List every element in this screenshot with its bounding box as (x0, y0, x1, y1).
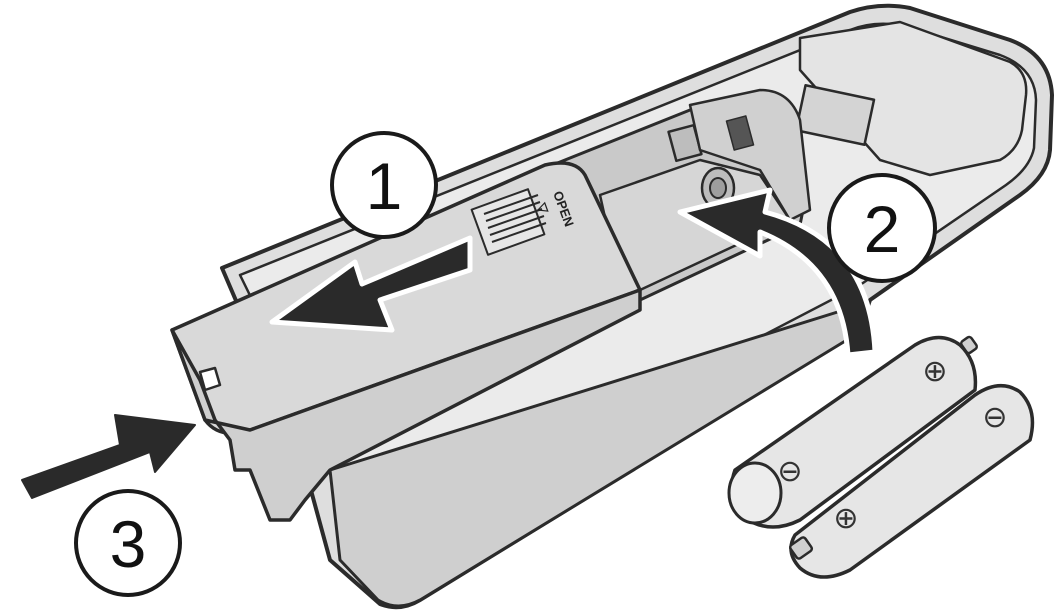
step2-insert-arrow (677, 187, 878, 358)
step-1-marker: 1 (330, 131, 438, 239)
remote-sensor-square (794, 83, 876, 147)
step-3-label: 3 (110, 507, 147, 581)
curved-arrow-icon (677, 187, 878, 358)
cover-front-face (170, 288, 642, 522)
cover-grip (470, 188, 547, 256)
spring-terminal-inner (709, 177, 727, 199)
step-3-circle (74, 489, 182, 597)
step-2-circle (827, 173, 937, 283)
battery-upper-neg-end (727, 461, 783, 525)
compartment-back-post (688, 88, 812, 222)
post-slot (725, 115, 755, 151)
step3-close-arrow (21, 414, 196, 499)
battery-lower-nub (788, 536, 814, 560)
battery-upper-plus-icon: ⊕ (922, 354, 947, 389)
close-arrow-icon (21, 414, 196, 499)
battery-lower-minus-icon: ⊖ (982, 400, 1007, 435)
remote-lower-edge (328, 303, 862, 608)
battery-upper: ⊖ ⊕ (727, 335, 979, 529)
step-1-label: 1 (366, 149, 403, 223)
step-2-label: 2 (864, 192, 901, 266)
slide-arrow-icon (269, 235, 473, 333)
battery-upper-minus-icon: ⊖ (777, 454, 802, 489)
step-2-marker: 2 (827, 173, 937, 283)
step-1-circle (330, 131, 438, 239)
battery-upper-nub (959, 335, 979, 355)
cover-notch (198, 366, 222, 392)
battery-lower-plus-icon: ⊕ (833, 501, 858, 536)
battery-lower-body (789, 384, 1035, 579)
step-3-marker: 3 (74, 489, 182, 597)
step1-slide-arrow (269, 235, 473, 333)
remote-display-window (798, 20, 1028, 177)
battery-cover: OPEN ▽ (170, 161, 642, 522)
battery-lower: ⊕ ⊖ (788, 384, 1035, 579)
